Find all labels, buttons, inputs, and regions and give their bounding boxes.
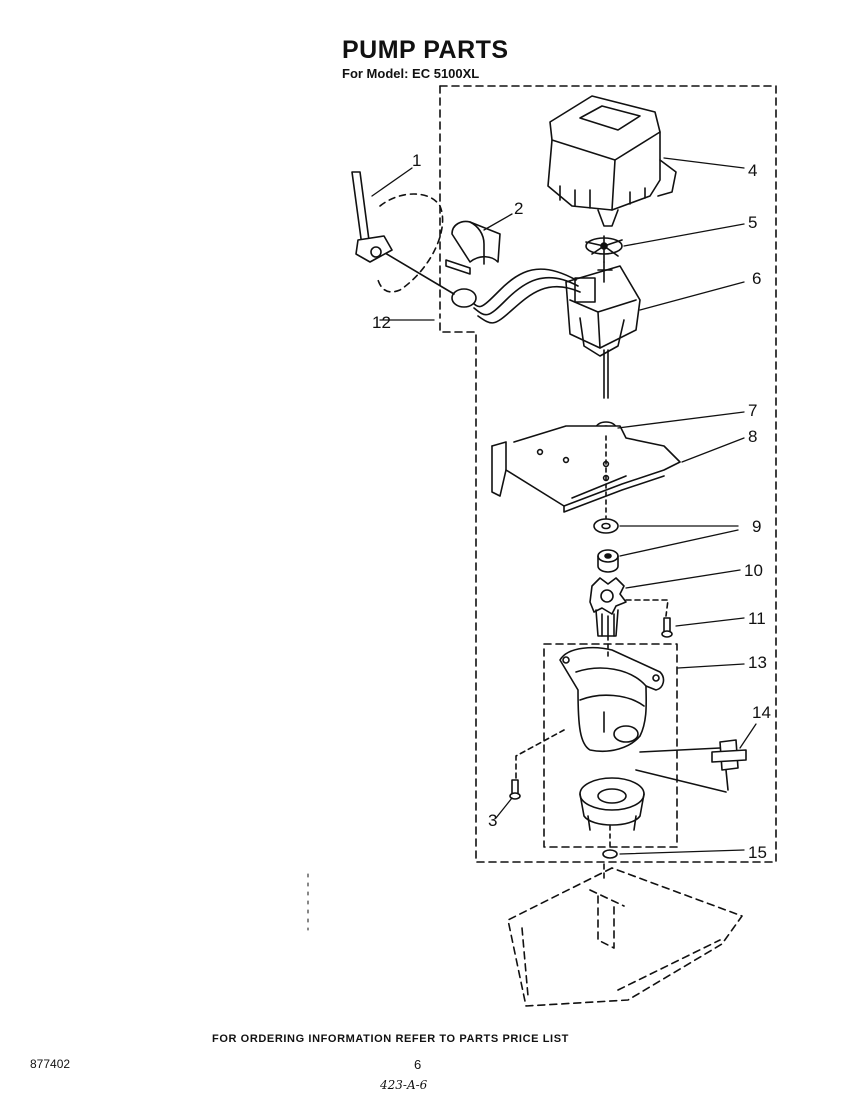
callout-2: 2 xyxy=(514,199,523,218)
clip-part xyxy=(445,220,501,275)
callout-9: 9 xyxy=(752,517,761,536)
valve-part xyxy=(711,739,747,791)
callout-7: 7 xyxy=(748,401,757,420)
callout-13: 13 xyxy=(748,653,767,672)
reservoir-tray xyxy=(507,867,743,1007)
screw-part-11 xyxy=(661,617,673,638)
callout-12: 12 xyxy=(372,313,391,332)
leader-lines xyxy=(371,157,757,855)
callout-10: 10 xyxy=(744,561,763,580)
callout-15: 15 xyxy=(748,843,767,862)
callout-6: 6 xyxy=(752,269,761,288)
callout-11: 11 xyxy=(748,609,766,628)
page-number: 6 xyxy=(414,1057,422,1072)
callout-5: 5 xyxy=(748,213,757,232)
pump-housing-box xyxy=(543,643,678,848)
screw-part-3 xyxy=(509,779,521,800)
page-title: PUMP PARTS xyxy=(342,36,509,64)
callout-4: 4 xyxy=(748,161,757,180)
callout-3: 3 xyxy=(488,811,497,830)
handwritten-code: 423-A-6 xyxy=(380,1078,428,1092)
motor-cover-part xyxy=(547,95,677,227)
motor-part xyxy=(565,261,641,399)
bushing-part xyxy=(597,549,619,573)
callout-14: 14 xyxy=(752,703,771,722)
switch-part xyxy=(351,171,444,293)
pump-housing-part xyxy=(559,646,665,752)
model-subtitle: For Model: EC 5100XL xyxy=(342,66,480,81)
bracket-part xyxy=(491,425,681,513)
agitator-part xyxy=(589,577,627,637)
callout-1: 1 xyxy=(412,151,421,170)
callout-8: 8 xyxy=(748,427,757,446)
o-ring-part xyxy=(602,849,618,859)
ordering-note: FOR ORDERING INFORMATION REFER TO PARTS … xyxy=(212,1033,569,1045)
impeller-part xyxy=(585,235,623,263)
document-number: 877402 xyxy=(30,1057,71,1071)
wire-harness-part xyxy=(379,249,581,324)
assembly-boundary xyxy=(439,85,777,863)
seal-part xyxy=(593,518,619,534)
pump-base-part xyxy=(579,777,645,831)
